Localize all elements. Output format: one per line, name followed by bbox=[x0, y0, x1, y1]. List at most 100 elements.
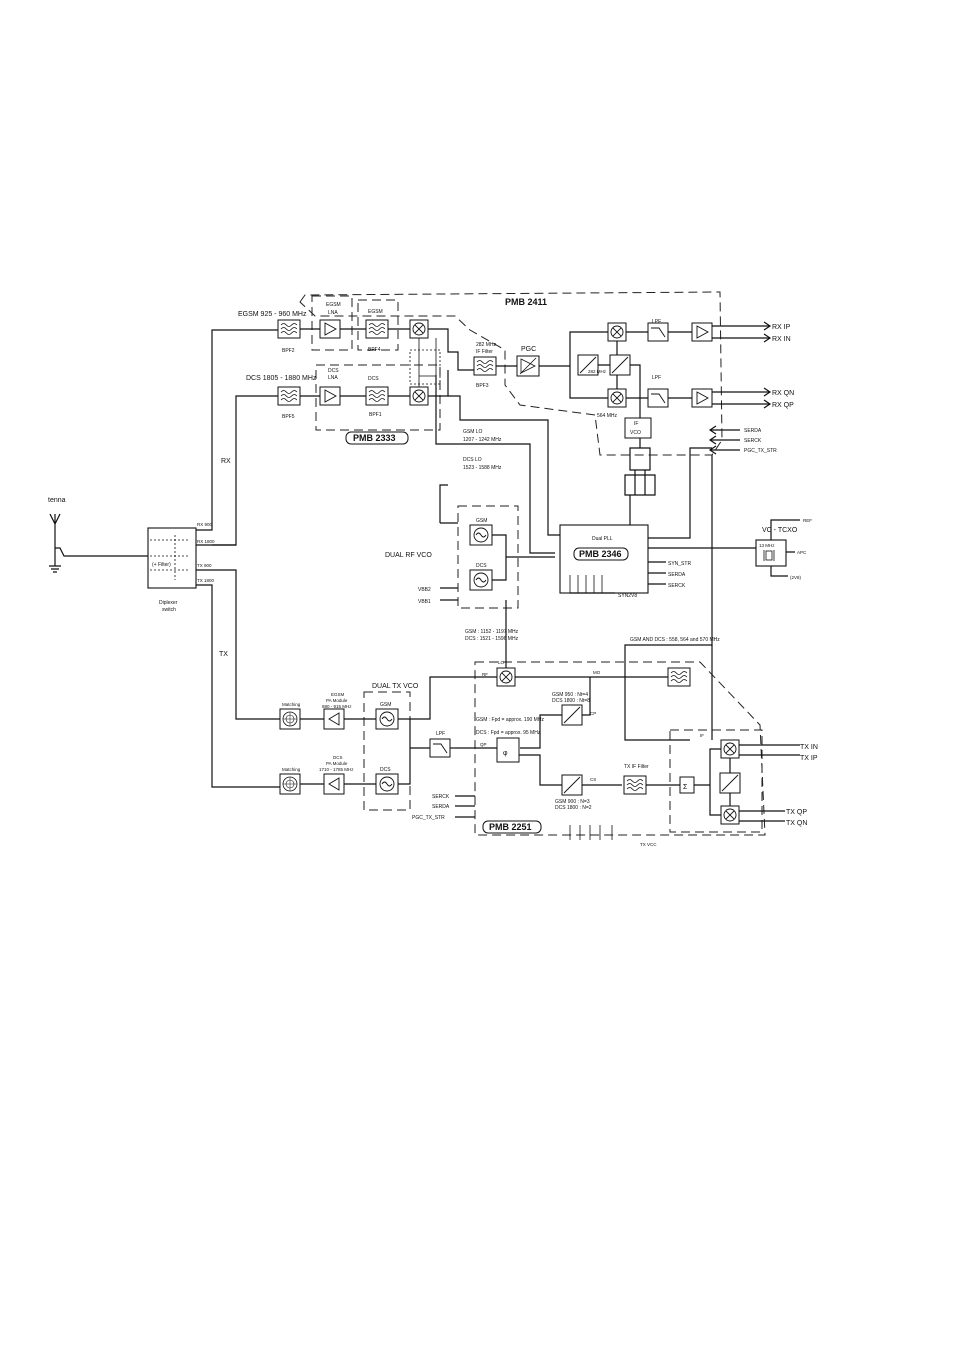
rx-in-label: RX IN bbox=[772, 336, 791, 343]
bpf2 bbox=[277, 319, 301, 339]
pgc-label: PGC bbox=[521, 346, 536, 353]
pa-dcs-label-3: 1710 - 1785 MHz bbox=[319, 767, 354, 772]
vc-tcxo-block bbox=[755, 539, 787, 567]
tx-offset-mixer bbox=[496, 667, 516, 687]
dcs-lo-label-1: DCS LO bbox=[463, 457, 482, 463]
dual-tx-vco-boundary bbox=[363, 691, 411, 811]
div-top-label-1: GSM 950 : Nt=4 bbox=[552, 692, 588, 698]
dcs-lna bbox=[319, 386, 341, 406]
rf-vco-dcs-label: DCS bbox=[476, 563, 487, 569]
tx-vcc-label: TX VCC bbox=[640, 842, 657, 847]
pmb2333-boundary bbox=[315, 364, 441, 431]
bpf3-label: BPF3 bbox=[476, 383, 489, 389]
rx-serck-label: SERCK bbox=[744, 438, 762, 444]
egsm-lna-label-2: LNA bbox=[328, 310, 338, 316]
dcs-lna-label-2: LNA bbox=[328, 375, 338, 381]
rx900-label: RX 900 bbox=[197, 522, 213, 527]
pin-lo-label: LO bbox=[498, 660, 505, 665]
pa-dcs-label-2: PA Module bbox=[326, 761, 348, 766]
bpf2-label: BPF2 bbox=[282, 348, 295, 354]
pin-mo-label: MO bbox=[593, 670, 601, 675]
dcs-filter-label: DCS bbox=[368, 376, 379, 382]
rf-tx-range-label-1: GSM : 1152 - 1197 MHz bbox=[465, 629, 519, 635]
tx-qp-label: TX QP bbox=[786, 809, 807, 816]
egsm-band-label: EGSM 925 - 960 MHz bbox=[238, 311, 307, 318]
antenna-label: tenna bbox=[48, 497, 66, 504]
div-top-label-2: DCS 1800 : Nt=8 bbox=[552, 698, 590, 704]
phase-detector bbox=[496, 737, 520, 763]
gsm-lo-label-2: 1207 - 1242 MHz bbox=[463, 437, 502, 443]
pmb2346-label-box bbox=[573, 547, 629, 561]
rx-q-amp bbox=[691, 388, 713, 408]
rx-qn-label: RX QN bbox=[772, 390, 794, 397]
pa-egsm-label-3: 880 - 915 MHz bbox=[322, 704, 352, 709]
egsm-lna-label-1: EGSM bbox=[326, 302, 341, 308]
rf-tx-range-label-2: DCS : 1521 - 1596 MHz bbox=[465, 636, 519, 642]
lpf-i bbox=[647, 322, 669, 342]
egsm-filter-label: EGSM bbox=[368, 309, 383, 315]
lpf-i-label: LPF bbox=[652, 319, 661, 325]
tx-vco-dcs-label: DCS bbox=[380, 767, 391, 773]
if282-label: 282 MHz bbox=[588, 369, 607, 374]
matching-egsm-label: Matching bbox=[282, 702, 301, 707]
pa-dcs-label-1: DCS bbox=[333, 755, 343, 760]
vbb1-label: VBB1 bbox=[418, 599, 431, 605]
rx-pgc-tx-str-label: PGC_TX_STR bbox=[744, 448, 777, 454]
rx-ip-label: RX IP bbox=[772, 324, 791, 331]
switch-label: switch bbox=[162, 607, 176, 613]
if564-label: 564 MHz bbox=[597, 413, 618, 419]
bpf1 bbox=[365, 386, 389, 406]
dual-rf-vco-boundary bbox=[457, 505, 519, 609]
pin-cs-label: CS bbox=[590, 777, 596, 782]
pll-serck-label: SERCK bbox=[668, 583, 686, 589]
if-filter-label-1: 282 MHz bbox=[476, 342, 497, 348]
egsm-lna bbox=[319, 319, 341, 339]
rx-label: RX bbox=[221, 458, 231, 465]
pmb2251-label: PMB 2251 bbox=[489, 822, 532, 832]
tx-ip-label: TX IP bbox=[800, 755, 818, 762]
if-vco bbox=[624, 417, 652, 439]
lpf-q-label: LPF bbox=[652, 375, 661, 381]
diplexer-switch bbox=[147, 527, 197, 589]
pin-rf-label: RF bbox=[482, 672, 488, 677]
gsm-dcs-if-label: GSM AND DCS : 558, 564 and 570 MHz bbox=[630, 637, 720, 643]
crystal-icon bbox=[763, 550, 775, 561]
pa-egsm-label-1: EGSM bbox=[331, 692, 345, 697]
lpf-tx-label: LPF bbox=[436, 731, 445, 737]
tx1800-label: TX 1800 bbox=[197, 578, 215, 583]
pmb2333-label-box bbox=[345, 431, 409, 445]
egsm-rx-mixer bbox=[409, 319, 429, 339]
pmb2251-label-box bbox=[482, 820, 542, 834]
div-bot-label-2: DCS 1800 : N=2 bbox=[555, 805, 592, 811]
pmb2333-label: PMB 2333 bbox=[353, 433, 396, 443]
bpf5-label: BPF5 bbox=[282, 414, 295, 420]
lpf-tx bbox=[429, 738, 451, 758]
apc-label: APC bbox=[797, 550, 807, 555]
dcs-rx-mixer bbox=[409, 386, 429, 406]
gsm-lo-label-1: GSM LO bbox=[463, 429, 483, 435]
pfd-note-label-1: GSM : Fpd = approx. 190 MHz bbox=[476, 717, 544, 723]
tx-q-mixer bbox=[720, 805, 740, 825]
bpf4 bbox=[365, 319, 389, 339]
tx-mo-filter bbox=[667, 667, 691, 687]
egsm-filter-group bbox=[357, 299, 399, 351]
vc-tcxo-label: VC - TCXO bbox=[762, 527, 798, 534]
diplexer-filter-note: (+ Filter) bbox=[152, 562, 171, 568]
diplexer-label: Diplexer bbox=[159, 600, 178, 606]
pin-if-label: IF bbox=[700, 733, 704, 738]
syn-str-label: SYN_STR bbox=[668, 561, 691, 567]
phase-detector-symbol: φ bbox=[503, 750, 508, 757]
rx-qp-label: RX QP bbox=[772, 402, 794, 409]
rx-i-mixer bbox=[607, 322, 627, 342]
tx-qn-label: TX QN bbox=[786, 820, 807, 827]
pmb2346-label: PMB 2346 bbox=[579, 549, 622, 559]
tx-modulator-group bbox=[669, 729, 763, 833]
pfd-note-label-2: DCS : Fpd = approx. 95 MHz bbox=[476, 730, 541, 736]
rx-serda-label: SERDA bbox=[744, 428, 762, 434]
rx-i-amp bbox=[691, 322, 713, 342]
div-bot-label-1: GSM 900 : N=3 bbox=[555, 799, 590, 805]
tx-divider-top bbox=[561, 704, 583, 726]
bpf4-label: BPF4 bbox=[368, 347, 381, 353]
dual-rf-vco-label: DUAL RF VCO bbox=[385, 552, 432, 559]
